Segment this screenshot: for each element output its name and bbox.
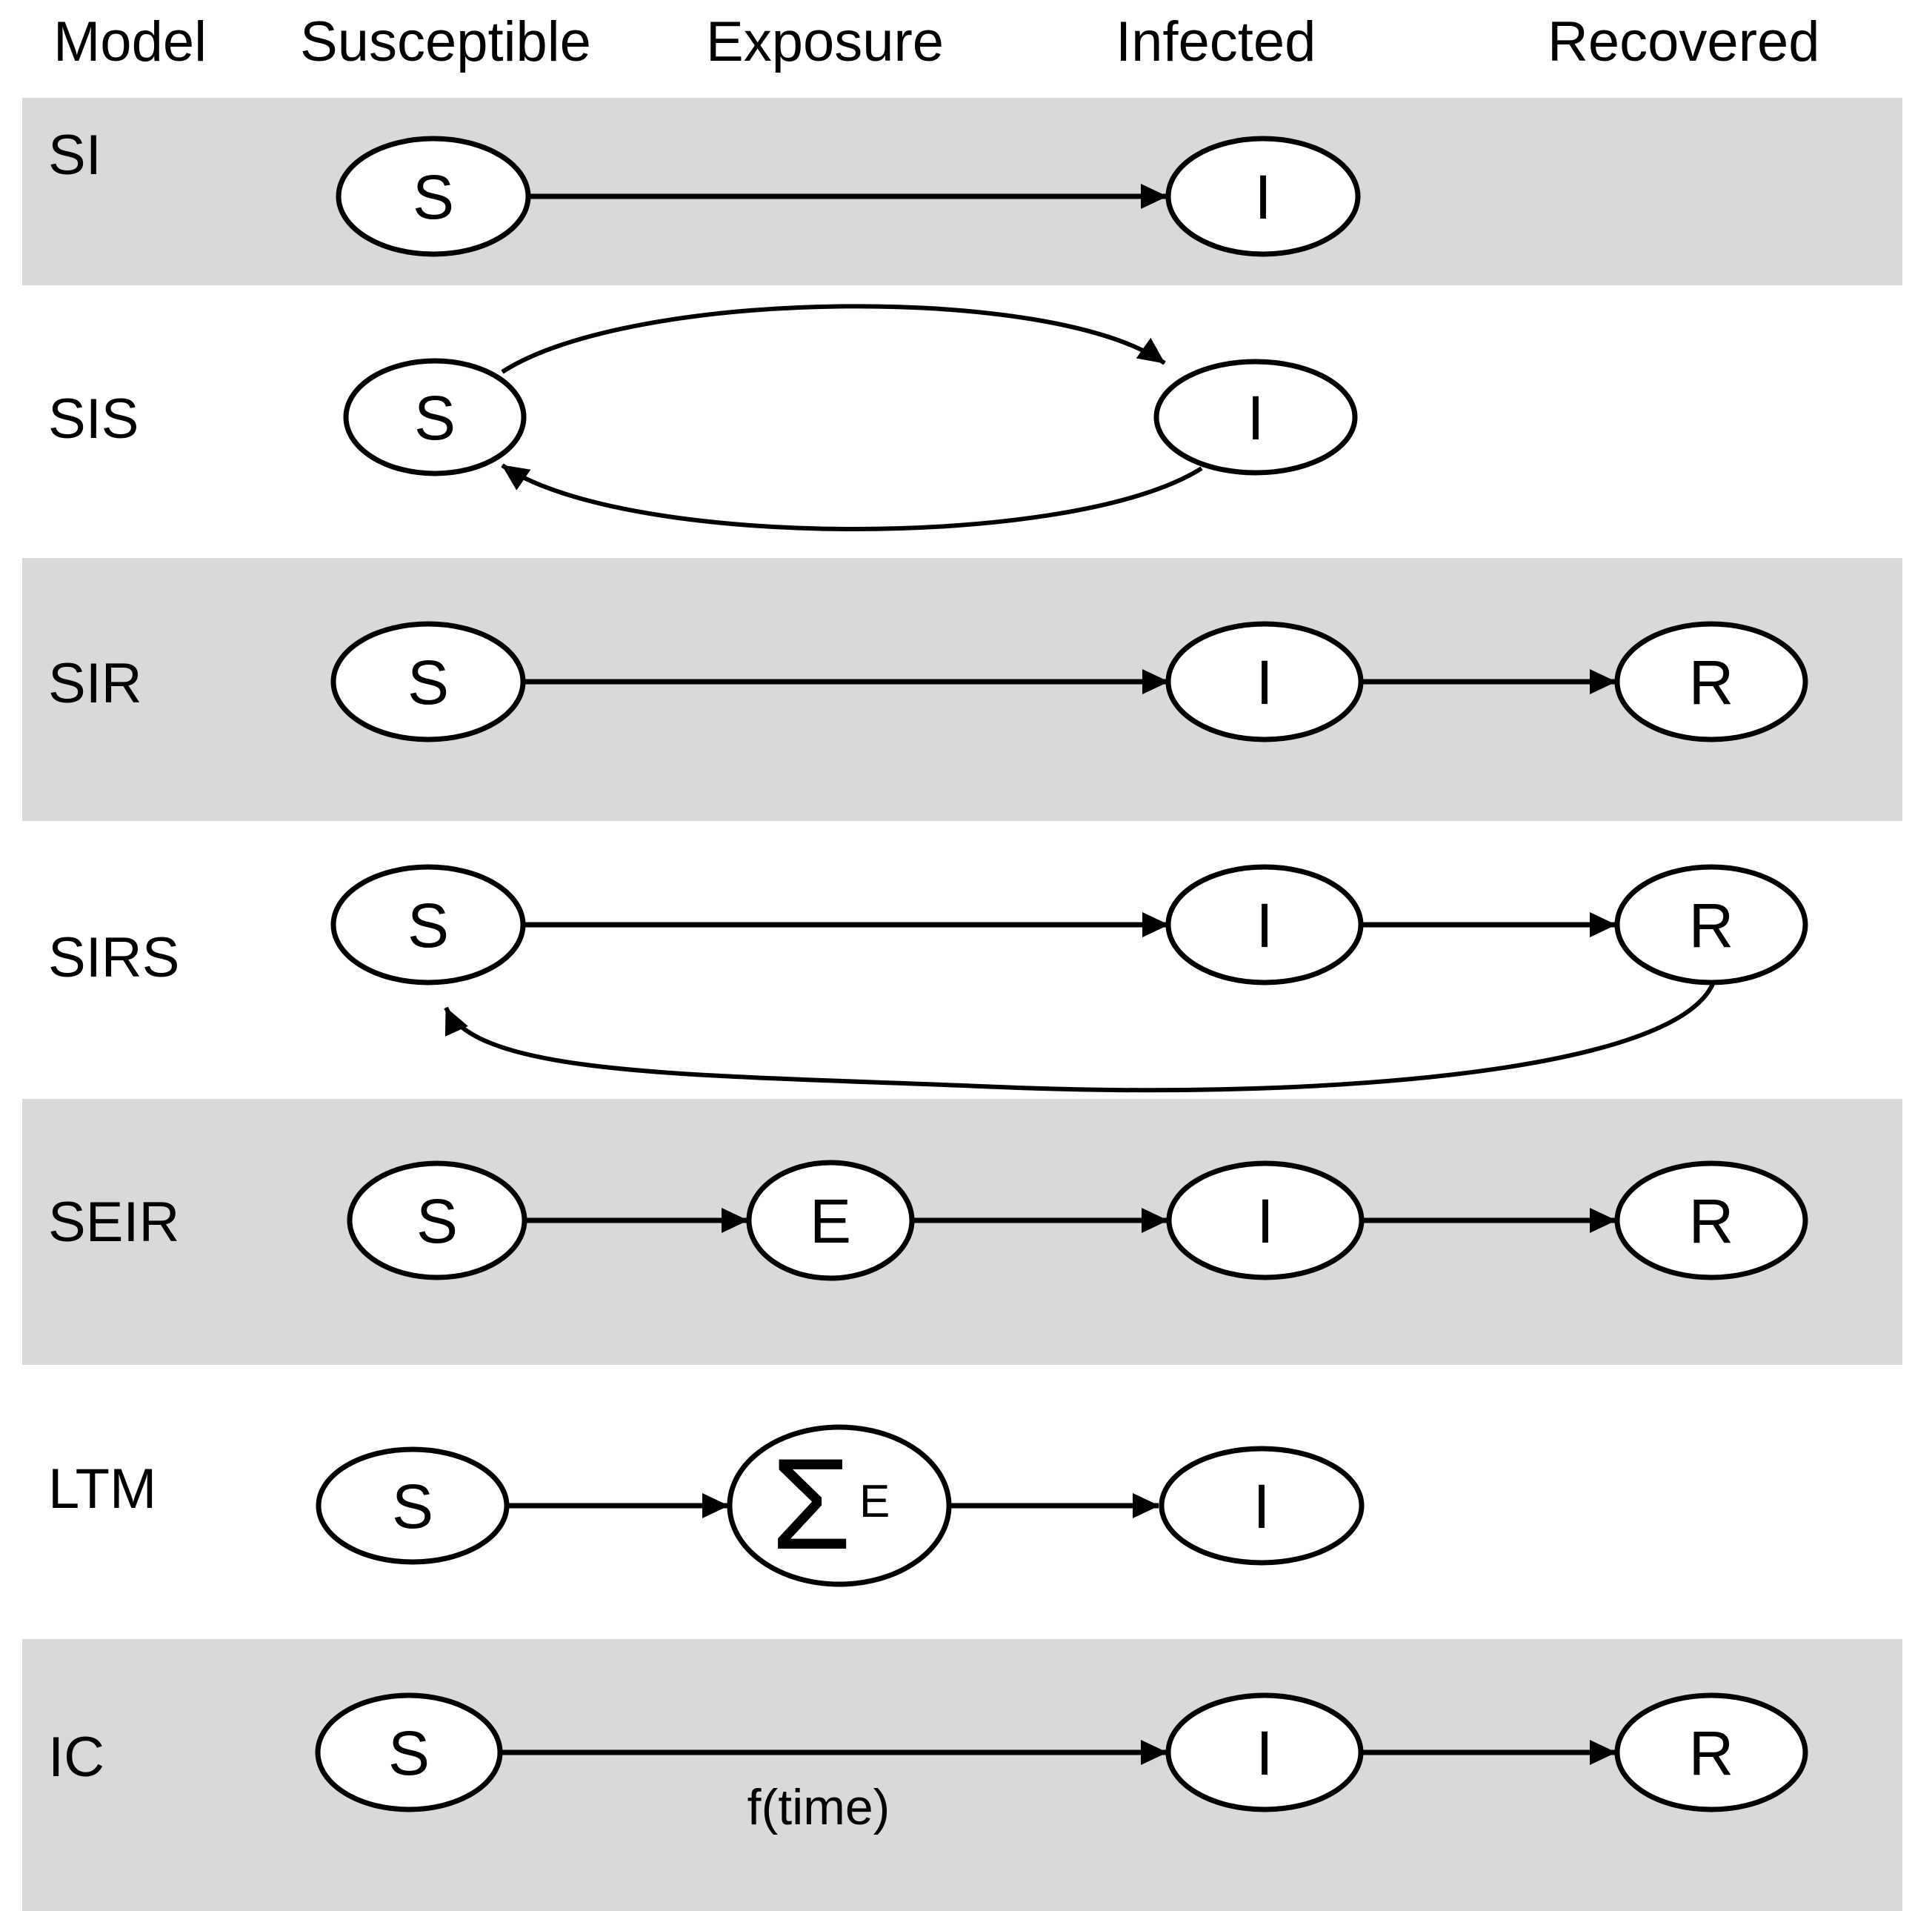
node-sirs-s-letter: S <box>407 891 449 960</box>
node-seir-s-letter: S <box>416 1186 458 1256</box>
node-sir-s-letter: S <box>407 648 449 717</box>
edge-label-ftime: f(time) <box>747 1779 890 1835</box>
row-label-si: SI <box>48 124 101 187</box>
row-label-seir: SEIR <box>48 1191 179 1254</box>
edge-sirs-r-to-s-return-curve <box>444 983 1715 1093</box>
node-sir-r <box>1614 621 1808 742</box>
row-band-ic <box>22 1639 1902 1911</box>
column-header-exposure: Exposure <box>706 10 944 73</box>
node-ic-s-letter: S <box>388 1718 430 1788</box>
node-sir-r-letter: R <box>1689 648 1734 717</box>
node-ltm-i <box>1159 1446 1365 1566</box>
node-ic-i-letter: I <box>1256 1718 1273 1788</box>
node-si-s <box>336 136 531 257</box>
row-label-sirs: SIRS <box>48 926 179 989</box>
row-ltm: LTM S Σ E I <box>48 1424 1365 1587</box>
ltm-sigma-symbol: Σ <box>771 1432 851 1577</box>
row-band-si <box>22 98 1902 285</box>
node-sirs-s <box>330 864 526 986</box>
node-si-s-letter: S <box>413 162 454 232</box>
node-seir-r-letter: R <box>1689 1186 1734 1256</box>
row-band-seir <box>22 1099 1902 1365</box>
node-si-i <box>1165 136 1361 257</box>
node-sirs-i-letter: I <box>1256 891 1273 960</box>
node-seir-s <box>347 1160 527 1280</box>
node-seir-e-letter: E <box>810 1186 851 1256</box>
edge-sis-s-to-i-top-curve <box>501 304 1166 374</box>
node-ic-i <box>1165 1692 1364 1812</box>
row-label-ic: IC <box>48 1726 104 1789</box>
node-sis-s-letter: S <box>414 383 456 453</box>
column-header-recovered: Recovered <box>1548 10 1820 73</box>
column-header-model: Model <box>53 10 207 73</box>
node-ltm-s-letter: S <box>392 1472 433 1541</box>
node-sis-i-letter: I <box>1247 383 1264 453</box>
node-ic-r <box>1614 1692 1808 1812</box>
node-ltm-i-letter: I <box>1253 1472 1270 1541</box>
row-label-sir: SIR <box>48 652 142 715</box>
node-sirs-i <box>1165 864 1364 986</box>
node-sir-i <box>1165 621 1364 742</box>
edge-sis-i-to-s-bottom-curve <box>501 463 1203 531</box>
node-seir-r <box>1614 1160 1808 1280</box>
node-sis-s <box>343 358 527 476</box>
node-sirs-r <box>1614 864 1808 986</box>
column-header-susceptible: Susceptible <box>300 10 591 73</box>
node-ltm-s <box>316 1446 510 1565</box>
node-ltm-sum-e <box>727 1424 952 1587</box>
row-sir: SIR S I R <box>48 621 1808 742</box>
row-seir: SEIR S E I R <box>48 1160 1808 1281</box>
node-sis-i <box>1153 359 1358 476</box>
node-ic-r-letter: R <box>1689 1718 1734 1788</box>
node-seir-i <box>1166 1160 1365 1280</box>
row-sirs: SIRS S I R <box>48 864 1808 1093</box>
node-si-i-letter: I <box>1254 162 1271 232</box>
node-seir-i-letter: I <box>1256 1186 1273 1256</box>
node-sirs-r-letter: R <box>1689 891 1734 960</box>
row-si: SI S I <box>48 124 1361 257</box>
row-label-sis: SIS <box>48 388 139 451</box>
column-header-infected: Infected <box>1116 10 1316 73</box>
node-seir-e <box>746 1160 915 1281</box>
row-sis: SIS S I <box>48 304 1358 531</box>
node-sir-s <box>330 621 526 742</box>
node-ic-s <box>315 1692 503 1812</box>
ltm-sigma-subscript: E <box>859 1476 890 1527</box>
row-label-ltm: LTM <box>48 1458 156 1521</box>
node-sir-i-letter: I <box>1256 648 1273 717</box>
row-ic: IC f(time) S I R <box>48 1692 1808 1835</box>
